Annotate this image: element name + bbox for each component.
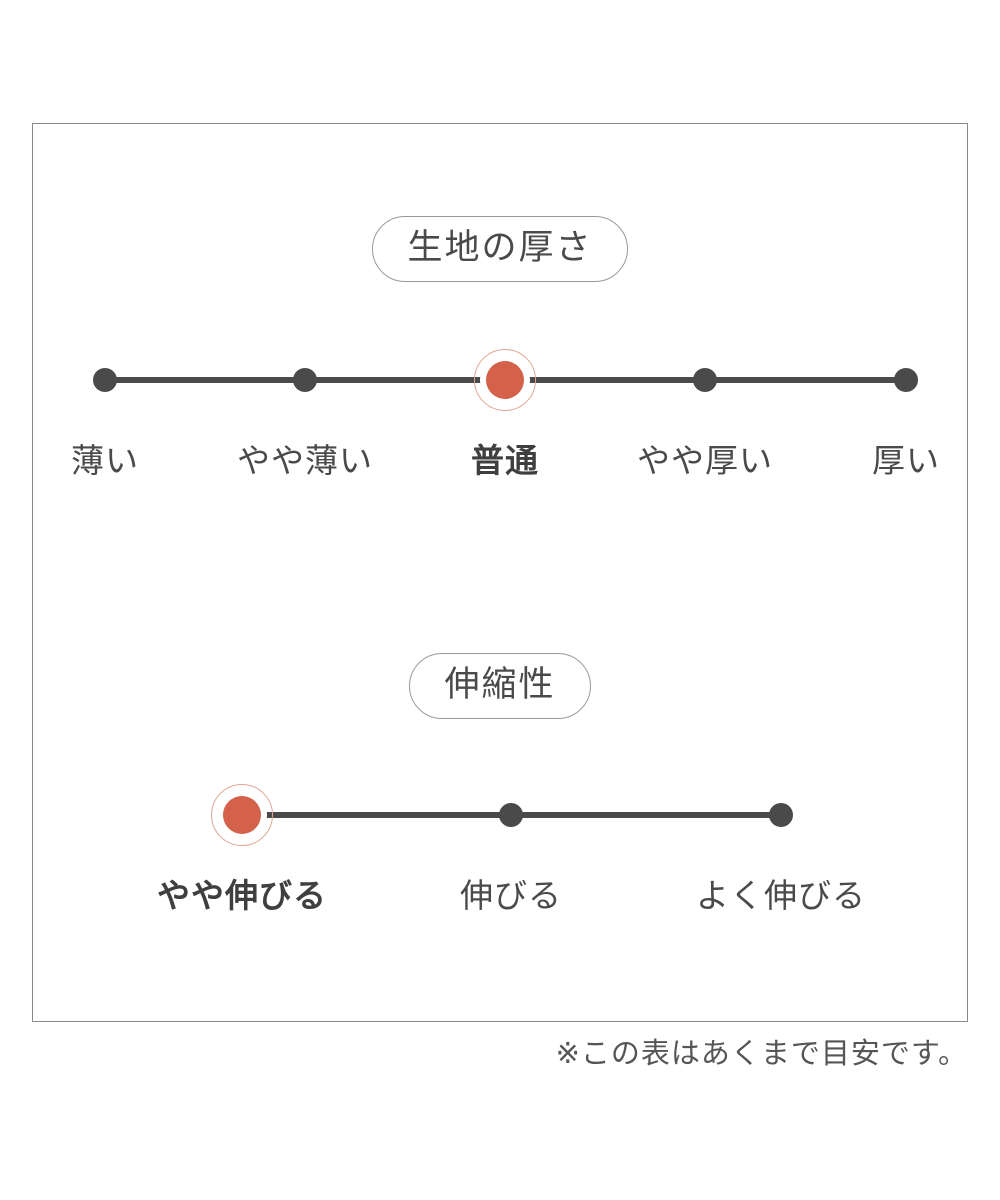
scale-dot [894, 368, 918, 392]
scale-point-thickness-3[interactable] [693, 368, 717, 392]
section-title-thickness: 生地の厚さ [372, 216, 628, 282]
scale-label-thickness-4: 厚い [872, 442, 940, 479]
scale-point-thickness-2-selected[interactable] [474, 349, 536, 411]
scale-label-thickness-3: やや厚い [637, 442, 773, 479]
scale-point-stretch-0-selected[interactable] [211, 784, 273, 846]
scale-point-thickness-1[interactable] [293, 368, 317, 392]
scale-label-stretch-2: よく伸びる [696, 877, 866, 914]
scale-point-stretch-1[interactable] [499, 803, 523, 827]
section-title-thickness-row: 生地の厚さ [33, 216, 967, 282]
scale-label-stretch-0-selected: やや伸びる [157, 877, 327, 914]
scale-dot-ring [474, 349, 536, 411]
scale-dot [769, 803, 793, 827]
section-title-stretch-row: 伸縮性 [33, 653, 967, 719]
scale-label-stretch-1: 伸びる [460, 877, 562, 914]
scale-point-thickness-0[interactable] [93, 368, 117, 392]
scale-label-thickness-0: 薄い [71, 442, 139, 479]
scale-dot-active [486, 361, 524, 399]
scale-dot [693, 368, 717, 392]
disclaimer-note: ※この表はあくまで目安です。 [555, 1038, 968, 1070]
scale-dot [293, 368, 317, 392]
section-title-stretch: 伸縮性 [409, 653, 591, 719]
fabric-spec-card: 生地の厚さ 薄い やや薄い 普通 やや厚い 厚い 伸縮性 [32, 123, 968, 1022]
scale-dot-active [223, 796, 261, 834]
scale-dot-ring [211, 784, 273, 846]
scale-point-thickness-4[interactable] [894, 368, 918, 392]
scale-dot [93, 368, 117, 392]
scale-label-thickness-1: やや薄い [237, 442, 373, 479]
scale-dot [499, 803, 523, 827]
scale-label-thickness-2-selected: 普通 [471, 442, 539, 479]
scale-point-stretch-2[interactable] [769, 803, 793, 827]
